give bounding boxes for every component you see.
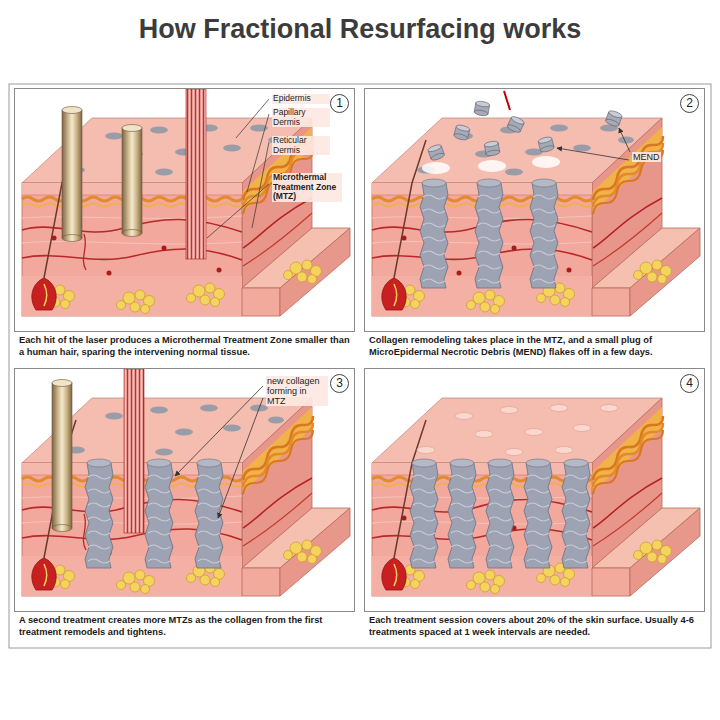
illustration-part [372,118,700,316]
illustration-part [410,459,438,568]
leader-line [252,142,269,228]
leader-arrow [619,128,630,152]
illustration-part [422,162,450,174]
panel-1-art [22,89,350,316]
panel-caption: Each hit of the laser produces a Microth… [19,335,354,358]
panel-caption: A second treatment creates more MTZs as … [19,615,354,638]
anatomy-label: Epidermis [272,94,330,104]
laser-beam [62,110,82,238]
illustration-part [453,124,470,141]
illustration-part [484,140,500,156]
illustration-part [417,405,618,456]
callout-number: 2 [680,94,699,113]
illustration-part [122,230,142,237]
panel-3-art [22,369,350,596]
outer-frame [9,84,711,648]
illustration-part [506,115,525,134]
illustration-part [427,143,445,161]
illustration-part [52,525,72,532]
leader-arrow [175,386,263,476]
anatomy-label: Papillary Dermis [272,108,330,127]
illustration-part [52,380,72,387]
anatomy-label: MEND [632,152,661,162]
leader-line [247,114,269,192]
illustration-part [532,156,560,168]
panel-4-art [372,398,700,596]
laser-dart [504,91,510,110]
leader-arrow [218,398,263,518]
illustration-part [67,125,284,176]
illustration-part [67,405,284,456]
illustration-part [62,107,82,114]
illustration-part [145,459,173,568]
illustration-part [530,179,558,288]
illustration-part [420,179,448,288]
callout-number: 1 [330,94,349,113]
illustration-part [486,459,514,568]
title: How Fractional Resurfacing works [0,14,720,45]
illustration-part [474,100,490,116]
illustration-part [538,136,555,153]
illustration-part [417,125,634,176]
illustration-part [605,109,623,127]
illustration-part [62,235,82,242]
illustration-part [562,459,590,568]
illustration-part [122,125,142,132]
panel-caption: Each treatment session covers about 20% … [369,615,704,638]
illustration-part [478,160,506,172]
laser-beam [186,89,206,259]
laser-beam [122,128,142,233]
illustration-part [85,459,113,568]
illustration-part [195,459,223,568]
panel-box: 2Collagen remodeling takes place in the … [364,88,705,332]
callout-number: 3 [330,374,349,393]
panel-box: 4Each treatment session covers about 20%… [364,368,705,612]
leader-arrow [557,148,629,160]
anatomy-label: Microthermal Treatment Zone (MTZ) [272,173,342,202]
illustration-part [524,459,552,568]
anatomy-label: new collagen forming in MTZ [266,376,328,406]
anatomy-label: Reticular Dermis [272,136,330,155]
laser-beam [52,383,72,528]
laser-beam [124,369,144,533]
illustration-part [475,179,503,288]
panel-caption: Collagen remodeling takes place in the M… [369,335,704,358]
illustration-part [372,398,700,596]
callout-number: 4 [680,374,699,393]
leader-line [207,184,269,238]
panel-2-art [372,91,700,316]
illustration-part [448,459,476,568]
